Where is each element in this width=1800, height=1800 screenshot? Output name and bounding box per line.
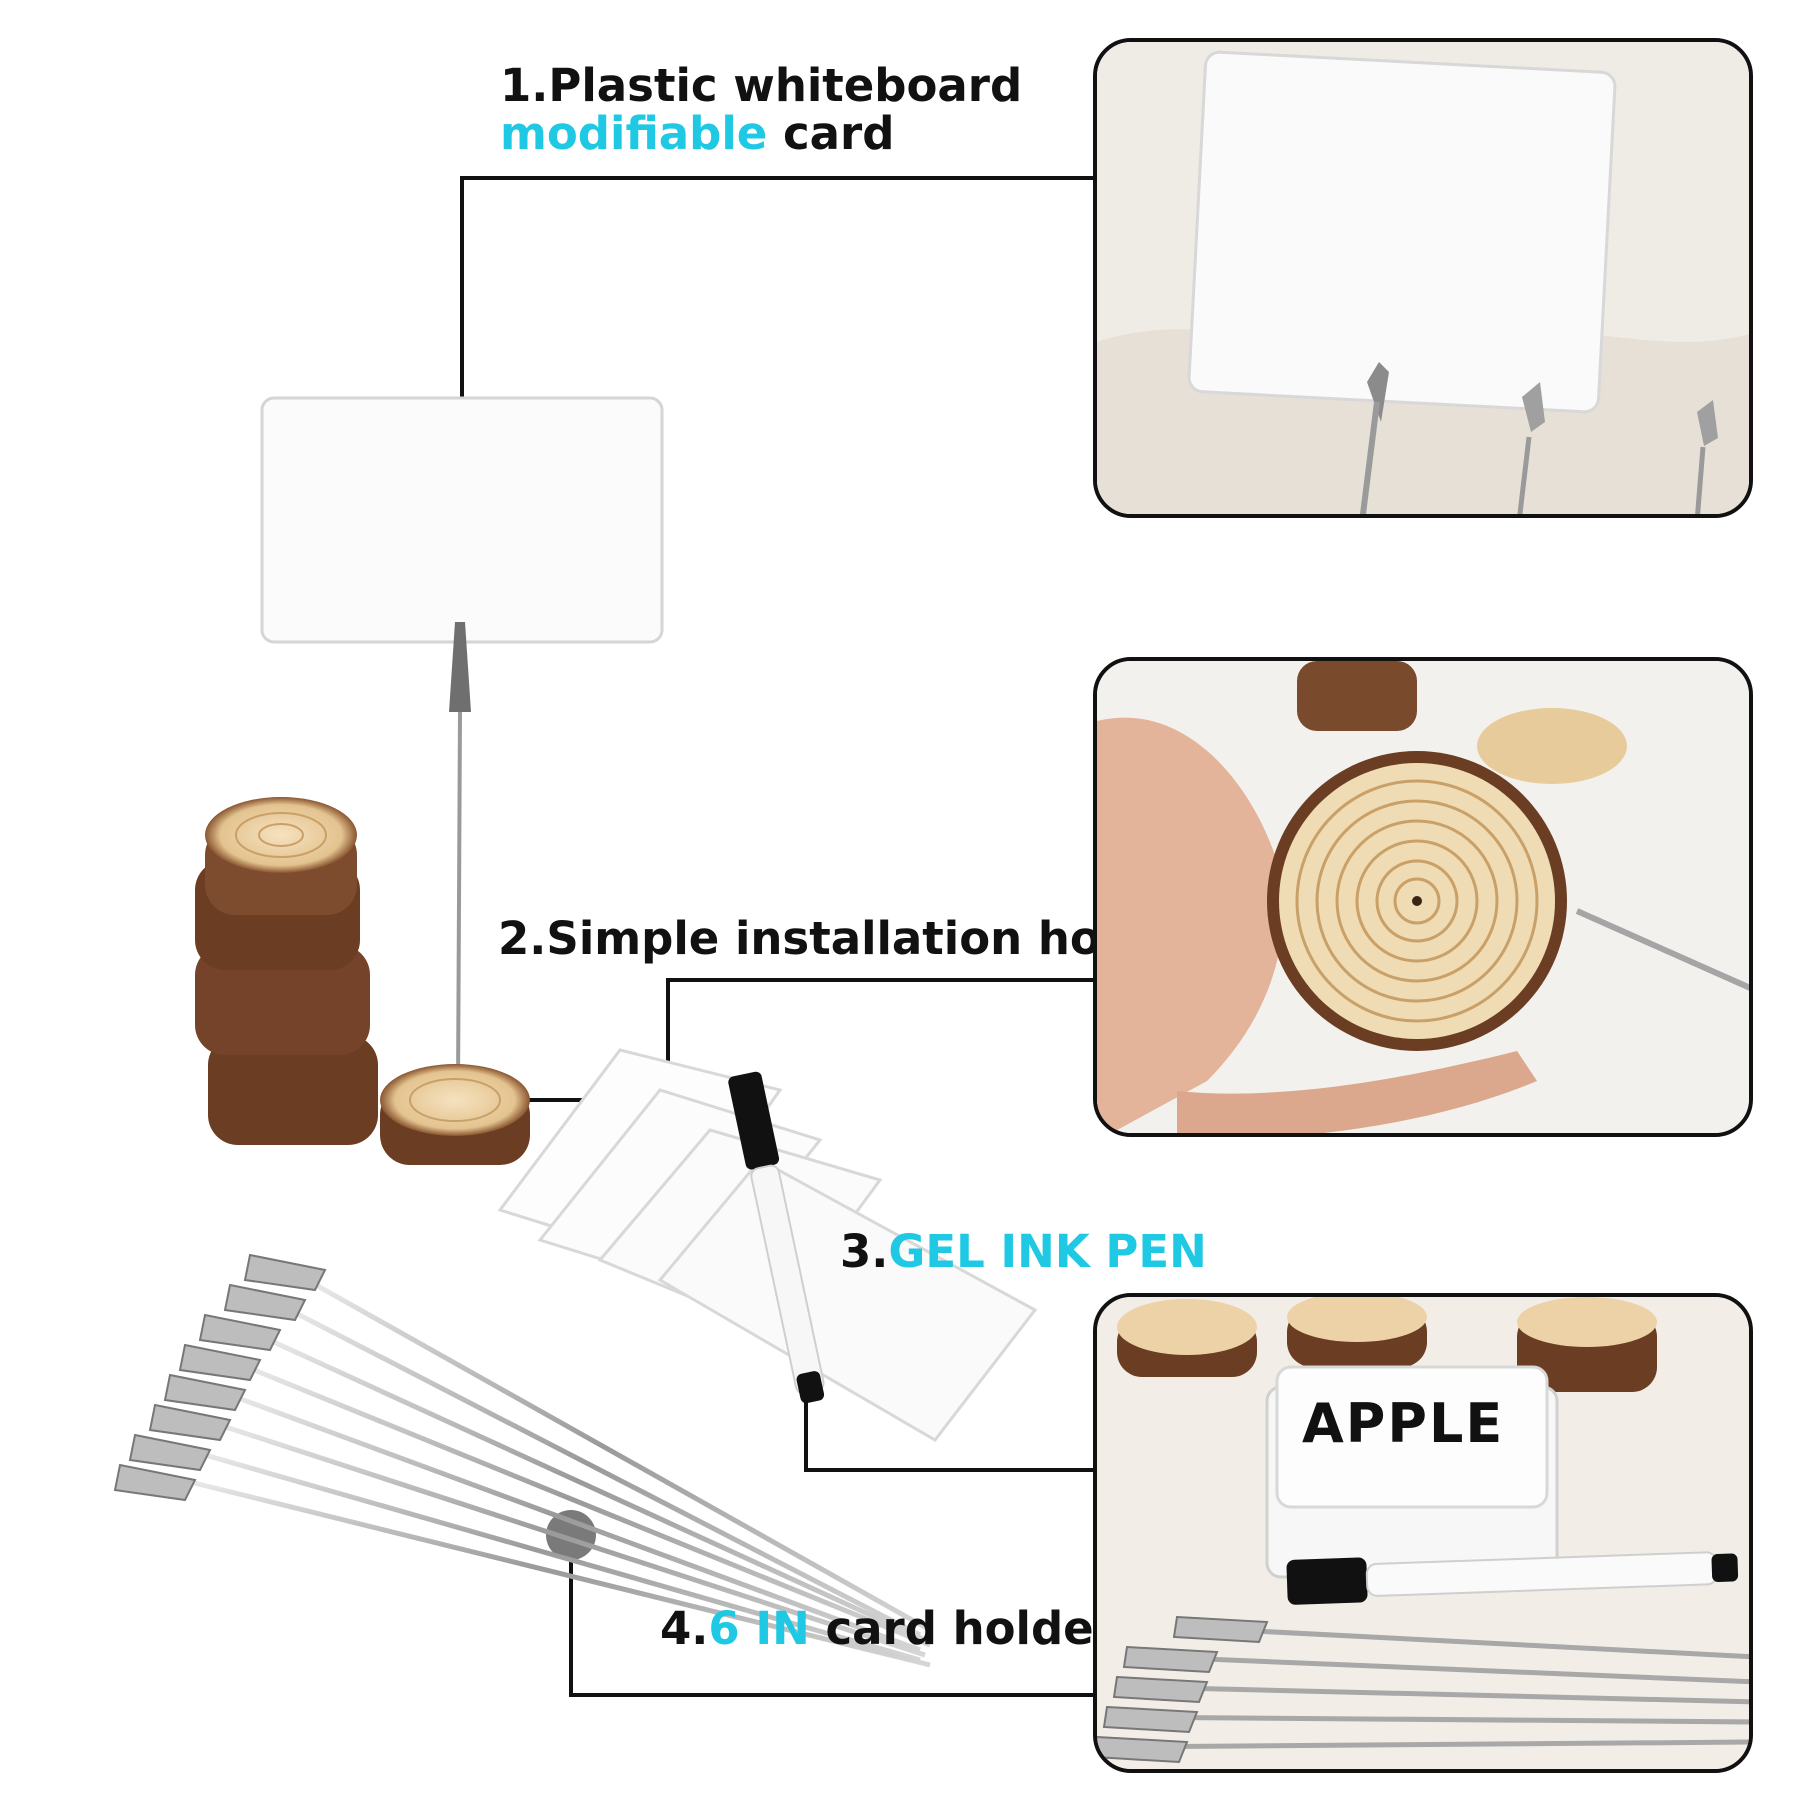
callout-4: 4.6 IN card holder <box>660 1605 1116 1653</box>
connector-line-2 <box>440 978 1095 1102</box>
connector-line-1 <box>460 176 1095 430</box>
callout-3: 3.GEL INK PEN <box>840 1228 1207 1276</box>
callout-2: 2.Simple installation hole <box>498 915 1147 963</box>
callout-1-rest: card <box>767 107 895 160</box>
photo-panel-wood-slice <box>1093 657 1753 1137</box>
callout-4-accent: 6 IN <box>708 1602 810 1655</box>
callout-1-line1: Plastic whiteboard <box>548 59 1023 112</box>
callout-4-rest: card holder <box>809 1602 1116 1655</box>
callout-1-accent: modifiable <box>500 107 768 160</box>
photo-card-illustration <box>1097 42 1749 514</box>
callout-3-accent: GEL INK PEN <box>888 1225 1207 1278</box>
photo-panel-set: APPLE <box>1093 1293 1753 1773</box>
wood-slice-stack <box>195 797 378 1145</box>
holder-wire <box>456 711 462 1091</box>
whiteboard-card <box>260 396 664 644</box>
card-clip <box>449 622 471 712</box>
callout-1-number: 1. <box>500 59 549 112</box>
callout-4-number: 4. <box>660 1602 709 1655</box>
callout-3-number: 3. <box>840 1225 889 1278</box>
apple-card-text: APPLE <box>1302 1392 1505 1455</box>
card-holder-bundle <box>113 1253 932 1668</box>
photo-wood-illustration <box>1097 661 1749 1133</box>
wood-base <box>380 1064 530 1165</box>
marker-dot-4 <box>546 1510 596 1560</box>
photo-panel-card <box>1093 38 1753 518</box>
gel-ink-pen <box>728 1071 825 1404</box>
photo-set-illustration <box>1097 1297 1749 1769</box>
card-stack <box>497 1048 1038 1442</box>
connector-line-4 <box>569 1535 1095 1697</box>
callout-1: 1.Plastic whiteboard modifiable card <box>500 62 1022 158</box>
callout-2-text: 2.Simple installation hole <box>498 912 1147 965</box>
